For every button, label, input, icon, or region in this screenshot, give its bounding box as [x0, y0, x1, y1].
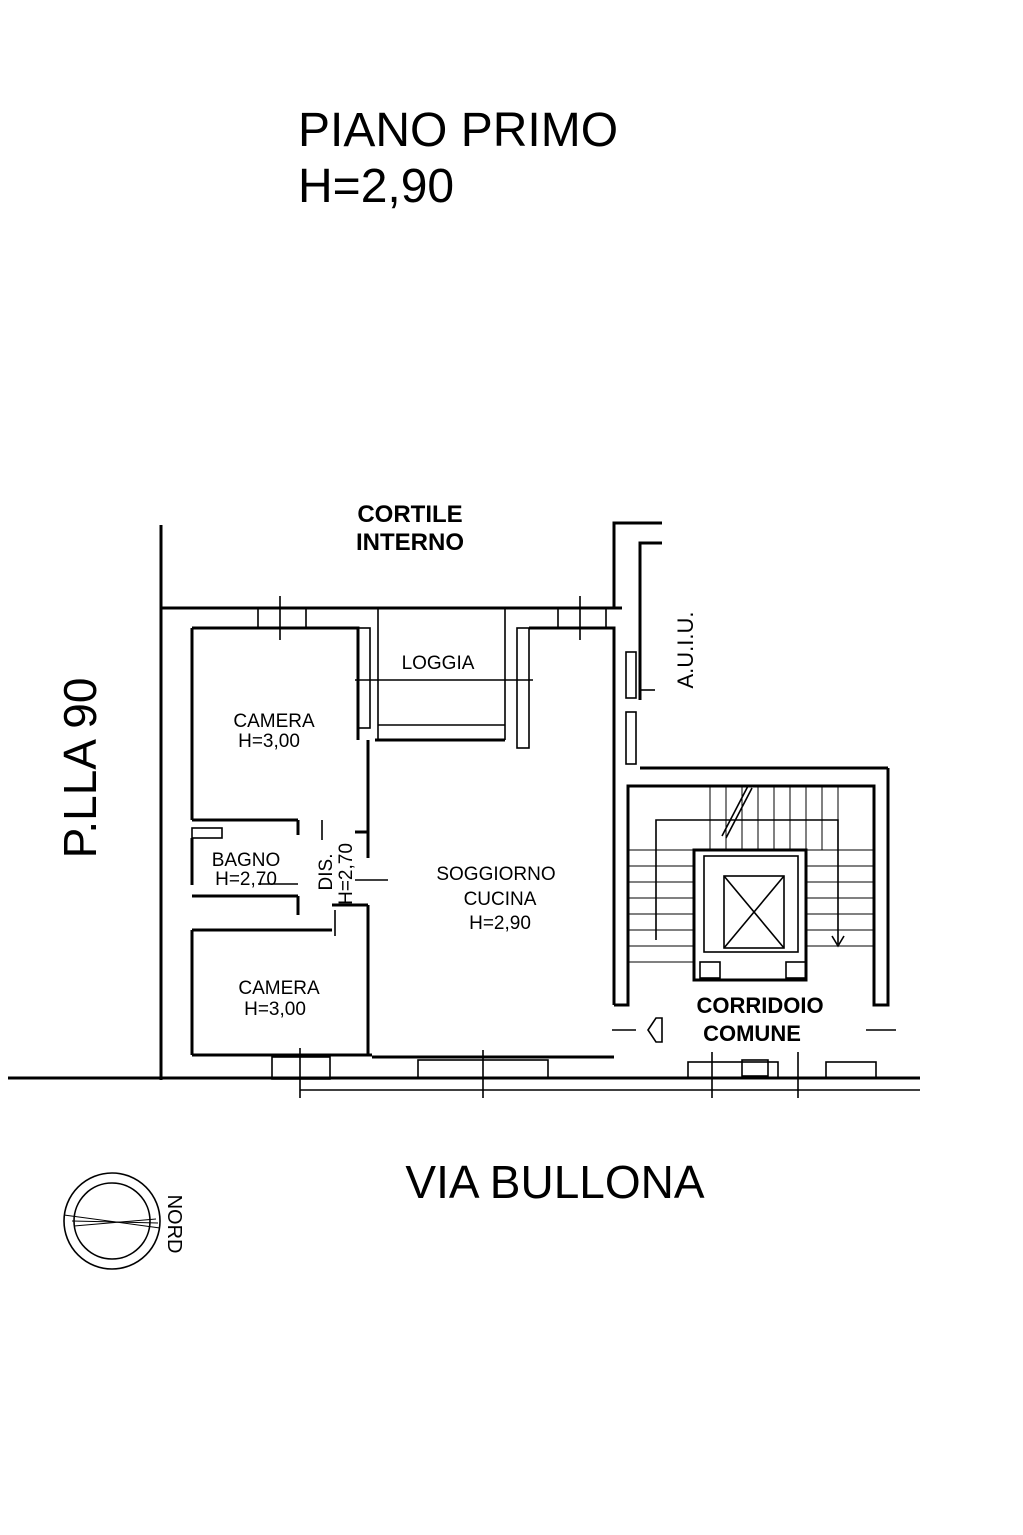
- room-bagno-height: H=2,70: [215, 869, 277, 890]
- side-unit-walls: [625, 651, 655, 765]
- north-label: NORD: [163, 1195, 185, 1254]
- stairwell: [612, 768, 896, 1043]
- floor-height: H=2,90: [298, 160, 454, 213]
- room-soggiorno-line1: SOGGIORNO: [436, 864, 555, 885]
- apartment-walls: [190, 596, 877, 1098]
- room-bagno-name: BAGNO: [212, 850, 281, 871]
- courtyard-label-line1: CORTILE: [357, 501, 462, 528]
- room-camera-top-name: CAMERA: [233, 711, 315, 732]
- room-soggiorno-line2: CUCINA: [464, 889, 537, 910]
- room-camera-top-height: H=3,00: [238, 731, 300, 752]
- street-label: VIA BULLONA: [405, 1156, 704, 1208]
- parcel-label: P.LLA 90: [54, 678, 106, 859]
- room-dis-height: H=2,70: [336, 843, 357, 905]
- room-loggia: LOGGIA: [402, 653, 475, 674]
- courtyard-label-line2: INTERNO: [356, 529, 464, 556]
- north-arrow: NORD: [63, 1172, 185, 1270]
- floor-title: PIANO PRIMO: [298, 104, 618, 157]
- corridor-label-line2: COMUNE: [703, 1021, 801, 1046]
- room-camera-bottom-name: CAMERA: [238, 978, 320, 999]
- room-soggiorno-height: H=2,90: [469, 913, 531, 934]
- other-unit-label: A.U.I.U.: [673, 611, 698, 688]
- corridor-label-line1: CORRIDOIO: [696, 993, 823, 1018]
- room-dis-name: DIS.: [316, 854, 337, 891]
- room-camera-bottom-height: H=3,00: [244, 999, 306, 1020]
